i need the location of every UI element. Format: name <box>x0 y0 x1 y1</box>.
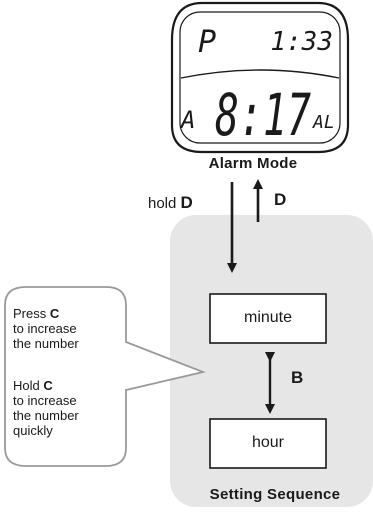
tip-hold-line4: quickly <box>13 423 53 438</box>
mode-label: Alarm Mode <box>208 155 298 172</box>
display-inner-frame <box>179 11 341 144</box>
display-divider <box>180 69 340 79</box>
minute-box <box>209 293 327 344</box>
display-seconds: 1:33 <box>270 27 333 57</box>
display-am-indicator: A <box>179 106 195 134</box>
hold-instruction: hold D <box>148 193 193 213</box>
key-b: B <box>291 368 304 387</box>
tip-hold-line3: the number <box>13 408 79 423</box>
setting-sequence-label: Setting Sequence <box>209 486 341 503</box>
display-alarm-time: 8:17 <box>215 81 311 149</box>
tip-press-word: Press <box>13 306 47 321</box>
tip-press-key: C <box>49 306 60 321</box>
tip-hold-line2: to increase <box>13 393 77 408</box>
tip-press: Press C to increase the number <box>13 306 123 351</box>
display-alarm-indicator: AL <box>312 112 335 133</box>
hold-word: hold <box>148 195 177 212</box>
watch-display <box>170 1 350 154</box>
hour-label: hour <box>251 434 285 451</box>
key-d-hold: D <box>180 193 193 212</box>
tip-press-line3: the number <box>13 336 79 351</box>
minute-label: minute <box>243 309 293 326</box>
tip-hold-key: C <box>43 378 53 393</box>
tip-press-line2: to increase <box>13 321 77 336</box>
display-period: P <box>198 25 216 60</box>
key-d-return: D <box>274 190 287 209</box>
tip-hold: Hold C to increase the number quickly <box>13 378 123 438</box>
tip-hold-word: Hold <box>13 378 40 393</box>
hour-box <box>209 418 327 469</box>
tip-callout <box>4 286 207 467</box>
